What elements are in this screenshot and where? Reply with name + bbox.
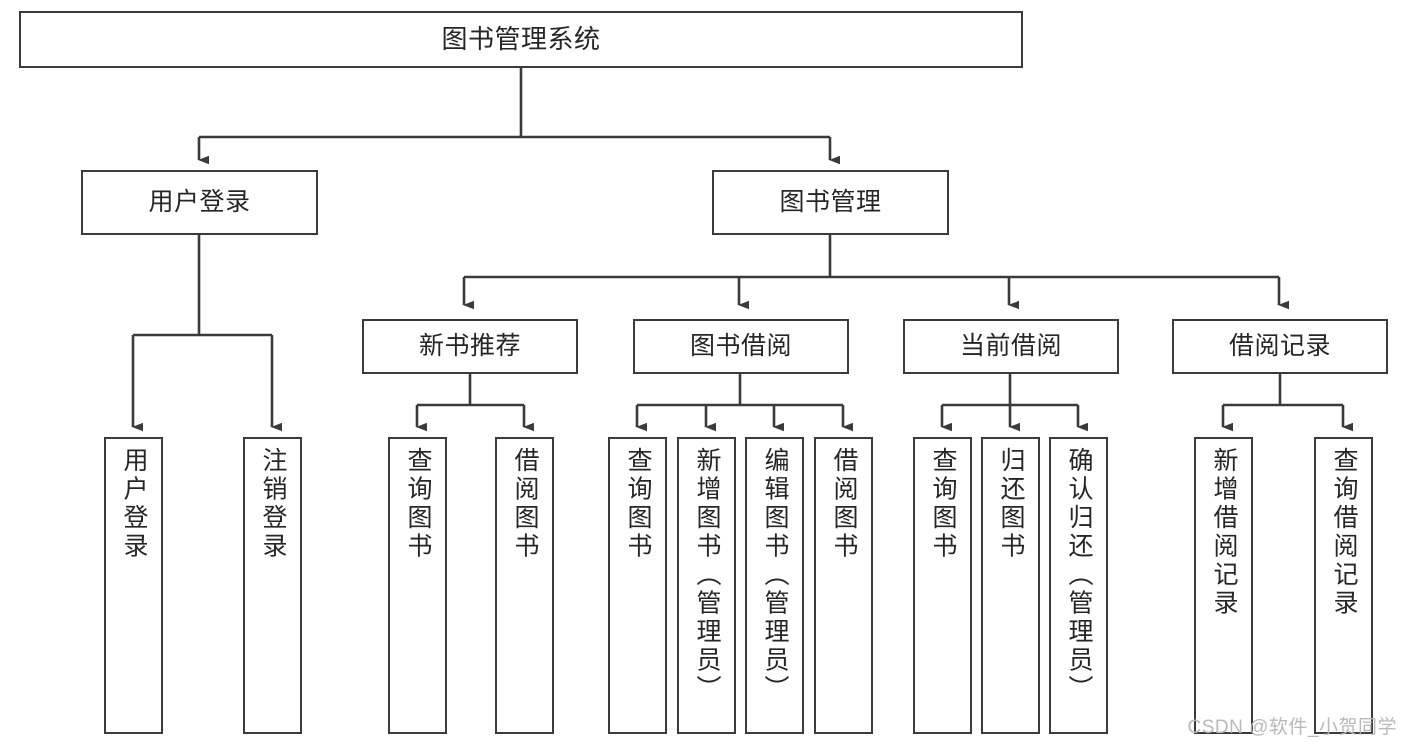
node-root[interactable]: 图书管理系统 [19, 11, 1023, 68]
node-leaf-query-book-1[interactable]: 查询图书 [388, 437, 447, 734]
node-leaf-query-borrow-record[interactable]: 查询借阅记录 [1314, 437, 1373, 734]
node-label: 当前借阅 [959, 331, 1062, 360]
node-label: 注销登录 [259, 447, 287, 561]
node-label: 图书借阅 [689, 331, 792, 360]
node-label: 用户登录 [148, 187, 251, 216]
node-book-management[interactable]: 图书管理 [712, 170, 949, 235]
node-label: 归还图书 [997, 447, 1025, 561]
node-leaf-edit-book-admin[interactable]: 编辑图书（管理员） [745, 437, 804, 734]
node-label: 新书推荐 [418, 331, 521, 360]
node-leaf-borrow-book-2[interactable]: 借阅图书 [814, 437, 873, 734]
node-label: 图书管理 [779, 187, 882, 216]
node-leaf-return-book[interactable]: 归还图书 [981, 437, 1040, 734]
node-leaf-user-login[interactable]: 用户登录 [104, 437, 163, 734]
node-leaf-confirm-return-admin[interactable]: 确认归还（管理员） [1049, 437, 1108, 734]
node-leaf-add-book-admin[interactable]: 新增图书（管理员） [677, 437, 736, 734]
node-label: 查询借阅记录 [1330, 447, 1358, 618]
node-label: 查询图书 [929, 447, 957, 561]
node-label: 新增借阅记录 [1210, 447, 1238, 618]
node-leaf-query-book-3[interactable]: 查询图书 [913, 437, 972, 734]
node-label: 新增图书（管理员） [693, 447, 721, 704]
node-leaf-query-book-2[interactable]: 查询图书 [608, 437, 667, 734]
node-leaf-add-borrow-record[interactable]: 新增借阅记录 [1194, 437, 1253, 734]
node-label: 确认归还（管理员） [1065, 447, 1093, 704]
node-leaf-borrow-book-1[interactable]: 借阅图书 [495, 437, 554, 734]
node-label: 借阅图书 [511, 447, 539, 561]
node-label: 图书管理系统 [441, 24, 601, 55]
node-borrow-records[interactable]: 借阅记录 [1172, 319, 1388, 374]
node-user-login[interactable]: 用户登录 [81, 170, 318, 235]
node-label: 查询图书 [404, 447, 432, 561]
node-label: 查询图书 [624, 447, 652, 561]
node-book-borrow[interactable]: 图书借阅 [633, 319, 849, 374]
node-current-borrow[interactable]: 当前借阅 [903, 319, 1119, 374]
node-new-book-recommend[interactable]: 新书推荐 [362, 319, 578, 374]
node-label: 用户登录 [120, 447, 148, 561]
node-label: 借阅记录 [1228, 331, 1331, 360]
node-label: 借阅图书 [830, 447, 858, 561]
watermark: CSDN @软件_小贺同学 [1187, 717, 1397, 738]
node-label: 编辑图书（管理员） [761, 447, 789, 704]
node-leaf-logout[interactable]: 注销登录 [243, 437, 302, 734]
